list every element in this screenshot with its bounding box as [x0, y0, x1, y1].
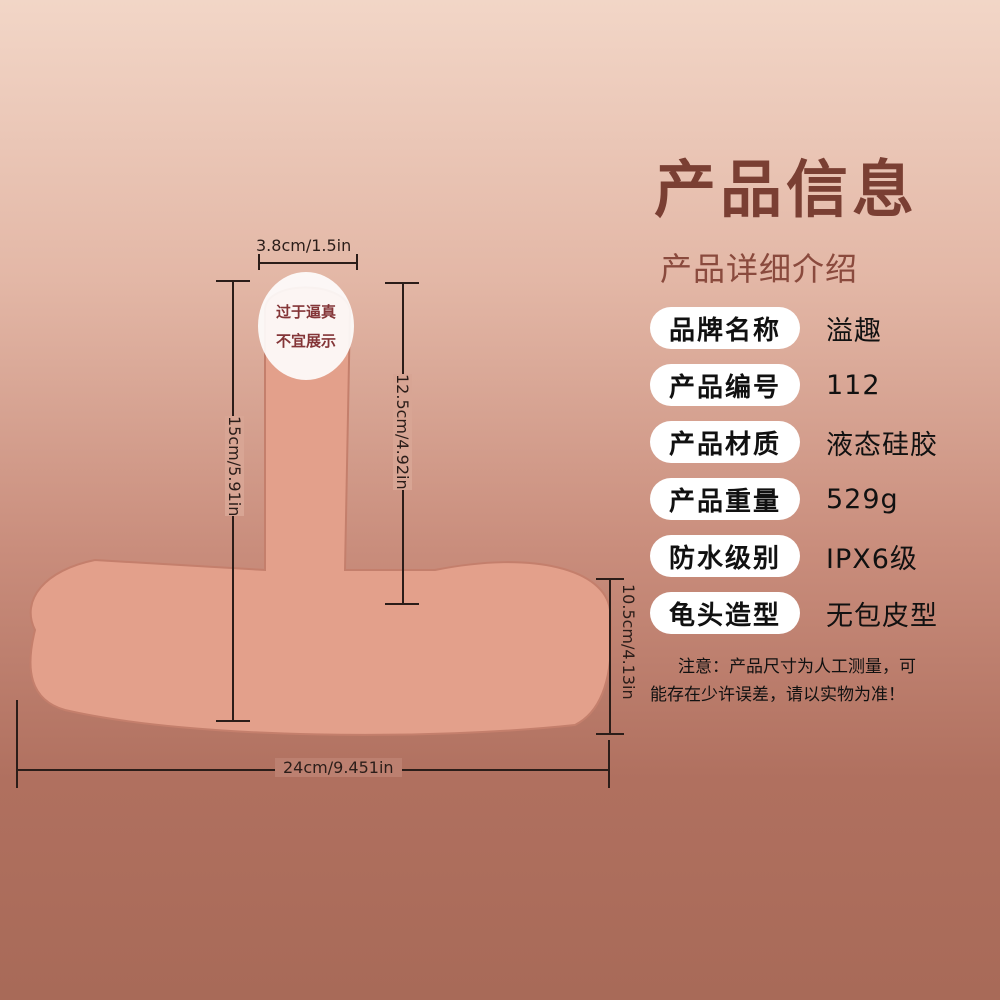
base-length-tick-left — [16, 700, 18, 788]
spec-key: 品牌名称 — [650, 307, 800, 349]
spec-value: 112 — [826, 369, 881, 401]
shaft-length-tick-bottom — [385, 603, 419, 605]
spec-row-tip-shape: 龟头造型 无包皮型 — [650, 585, 990, 641]
spec-key: 产品重量 — [650, 478, 800, 520]
note-line-1: 注意：产品尺寸为人工测量，可 — [678, 657, 916, 677]
censor-badge-line1: 过于逼真 — [275, 303, 336, 321]
censor-badge-line2: 不宜展示 — [275, 332, 336, 350]
base-height-line — [609, 578, 611, 734]
base-height-label: 10.5cm/4.13in — [619, 584, 638, 700]
tip-width-tick-left — [258, 254, 260, 270]
product-info-panel: 产品信息 产品详细介绍 品牌名称 溢趣 产品编号 112 产品材质 液态硅胶 产… — [650, 150, 990, 709]
page-subtitle: 产品详细介绍 — [660, 250, 859, 288]
shaft-length-label: 12.5cm/4.92in — [393, 374, 412, 490]
spec-key: 产品编号 — [650, 364, 800, 406]
spec-key: 防水级别 — [650, 535, 800, 577]
spec-row-brand: 品牌名称 溢趣 — [650, 300, 990, 356]
page-title: 产品信息 — [654, 153, 919, 226]
measurement-note: 注意：产品尺寸为人工测量，可 能存在少许误差，请以实物为准！ — [650, 653, 998, 709]
spec-value: 溢趣 — [826, 315, 882, 347]
tip-width-label: 3.8cm/1.5in — [256, 236, 352, 255]
censor-badge: 过于逼真 不宜展示 — [258, 272, 354, 380]
spec-value: 529g — [826, 483, 899, 515]
spec-key: 产品材质 — [650, 421, 800, 463]
shaft-length-tick-top — [385, 282, 419, 284]
spec-value: IPX6级 — [826, 543, 918, 575]
tip-width-tick-right — [356, 254, 358, 270]
spec-key: 龟头造型 — [650, 592, 800, 634]
total-height-label: 15cm/5.91in — [225, 416, 244, 517]
total-height-tick-bottom — [216, 720, 250, 722]
tip-width-line — [258, 262, 358, 264]
spec-row-material: 产品材质 液态硅胶 — [650, 414, 990, 470]
spec-row-weight: 产品重量 529g — [650, 471, 990, 527]
spec-value: 无包皮型 — [826, 600, 938, 632]
total-height-tick-top — [216, 280, 250, 282]
base-length-tick-right — [608, 740, 610, 788]
spec-row-waterproof: 防水级别 IPX6级 — [650, 528, 990, 584]
spec-row-model: 产品编号 112 — [650, 357, 990, 413]
base-height-tick-bottom — [596, 733, 624, 735]
note-line-2: 能存在少许误差，请以实物为准！ — [650, 685, 905, 705]
base-length-label: 24cm/9.451in — [275, 758, 402, 777]
base-height-tick-top — [596, 578, 624, 580]
spec-value: 液态硅胶 — [826, 429, 938, 461]
product-image-area: 过于逼真 不宜展示 3.8cm/1.5in 15cm/5.91in 12.5cm… — [16, 236, 624, 788]
